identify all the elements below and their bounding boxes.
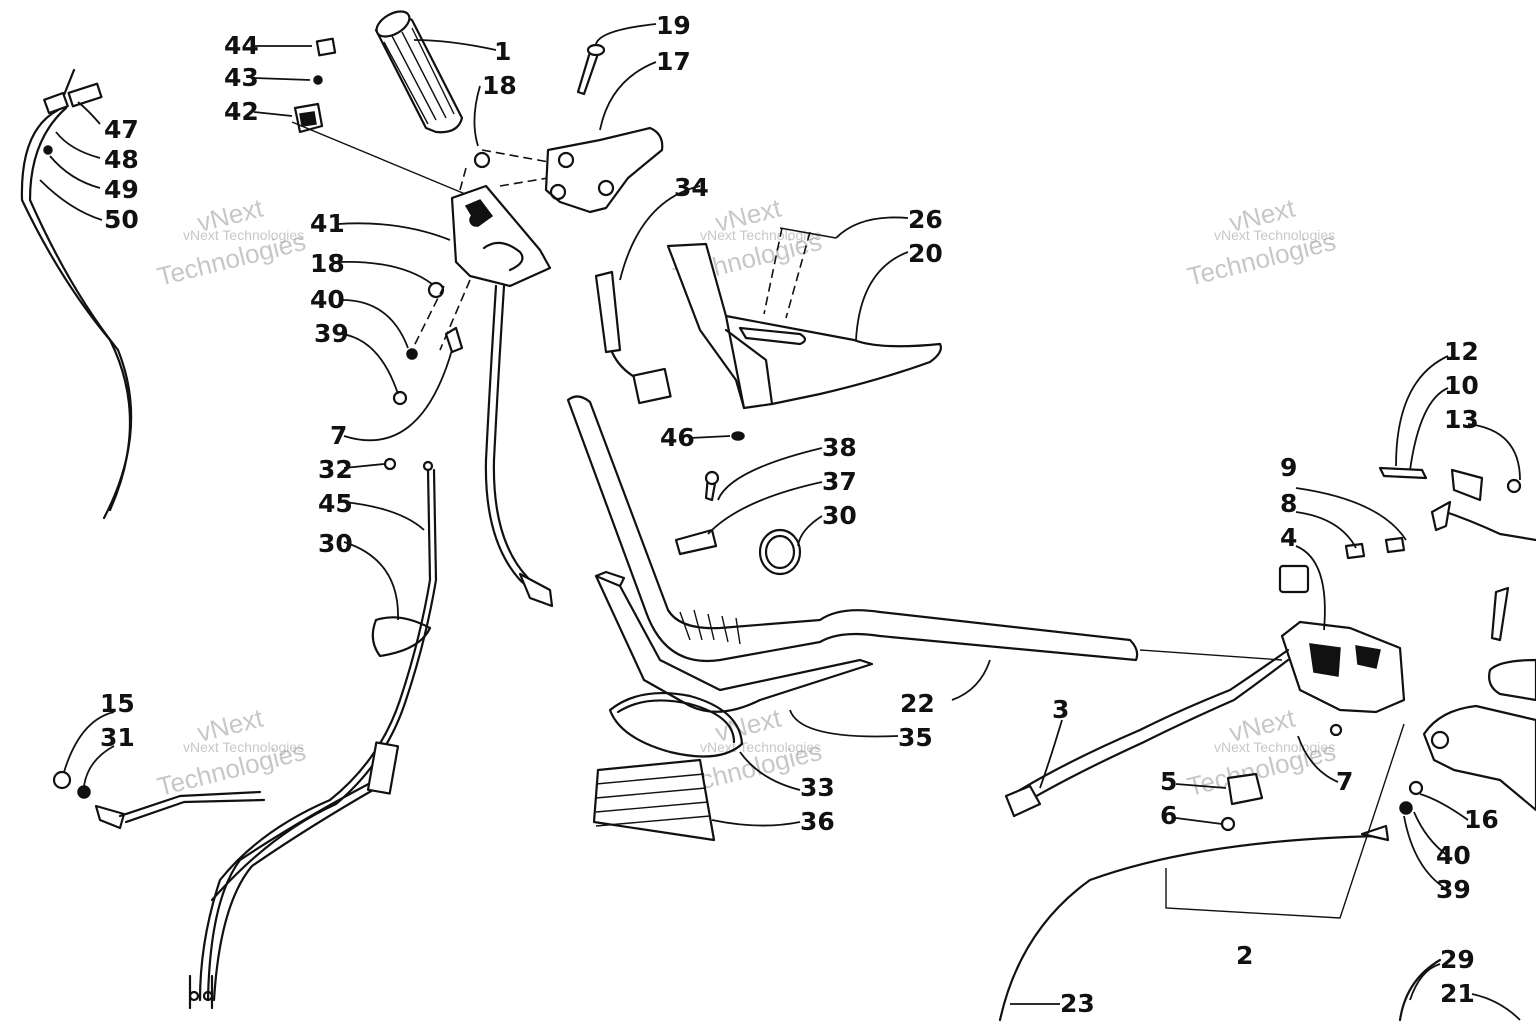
watermark-text: vNext Technologies <box>183 739 304 755</box>
part-label: 30 <box>822 501 857 530</box>
part-label: 26 <box>908 205 943 234</box>
part-label: 41 <box>310 209 345 238</box>
part-label: 6 <box>1160 801 1177 830</box>
part-label: 5 <box>1160 767 1177 796</box>
part-label: 21 <box>1440 979 1475 1008</box>
part-label: 10 <box>1444 371 1479 400</box>
part-label: 42 <box>224 97 259 126</box>
part-label: 18 <box>310 249 345 278</box>
right-side-hardware <box>1165 466 1536 1022</box>
part-label: 7 <box>330 421 347 450</box>
part-label: 9 <box>1280 453 1297 482</box>
part-label: 4 <box>1280 523 1297 552</box>
housing-hardware <box>392 151 491 406</box>
throttle-housing <box>450 149 561 288</box>
part-label: 20 <box>908 239 943 268</box>
brake-cable-right <box>998 648 1390 1022</box>
watermark-top-left: vNext vNext Technologies Technologies <box>154 192 309 291</box>
part-label: 48 <box>104 145 139 174</box>
part-label: 46 <box>660 423 695 452</box>
watermark-top-right: vNext vNext Technologies Technologies <box>1184 192 1339 291</box>
watermark-bottom-left: vNext vNext Technologies Technologies <box>154 702 309 801</box>
kill-switch-wire <box>594 270 672 405</box>
part-label: 39 <box>1436 875 1471 904</box>
part-label: 39 <box>314 319 349 348</box>
throttle-cable <box>484 284 554 608</box>
part-label: 3 <box>1052 695 1069 724</box>
handlebar <box>566 395 1283 663</box>
left-hand-grip <box>374 10 464 134</box>
handlebar-pad <box>592 758 716 842</box>
part-label: 40 <box>1436 841 1471 870</box>
part-label: 33 <box>800 773 835 802</box>
part-label: 43 <box>224 63 259 92</box>
part-label: 29 <box>1440 945 1475 974</box>
choke-knob <box>52 770 266 830</box>
part-label: 45 <box>318 489 353 518</box>
watermark-text: vNext Technologies <box>700 227 821 243</box>
part-label: 22 <box>900 689 935 718</box>
part-number-labels: 1 2 3 4 5 6 7 7 8 9 10 12 13 15 16 17 18… <box>100 11 1499 1018</box>
part-label: 49 <box>104 175 139 204</box>
watermark-text: vNext Technologies <box>1214 227 1335 243</box>
part-label: 16 <box>1464 805 1499 834</box>
part-label: 32 <box>318 455 353 484</box>
watermark-text: vNext Technologies <box>183 227 304 243</box>
part-label: 15 <box>100 689 135 718</box>
part-label: 36 <box>800 807 835 836</box>
part-label: 1 <box>494 37 511 66</box>
part-label: 17 <box>656 47 691 76</box>
leader-lines <box>39 23 1521 1021</box>
part-label: 13 <box>1444 405 1479 434</box>
part-label: 47 <box>104 115 139 144</box>
part-label: 35 <box>898 723 933 752</box>
part-label: 44 <box>224 31 259 60</box>
part-label: 12 <box>1444 337 1479 366</box>
part-label: 2 <box>1236 941 1253 970</box>
handlebar-riser-bracket <box>594 570 874 713</box>
part-label: 37 <box>822 467 857 496</box>
part-label: 23 <box>1060 989 1095 1018</box>
part-label: 31 <box>100 723 135 752</box>
part-label: 18 <box>482 71 517 100</box>
hose-clamp <box>608 691 744 758</box>
part-label: 7 <box>1336 767 1353 796</box>
part-label: 50 <box>104 205 139 234</box>
brake-switch-wire <box>20 68 133 520</box>
part-label: 19 <box>656 11 691 40</box>
part-label: 40 <box>310 285 345 314</box>
brake-lever-bracket <box>544 43 664 214</box>
right-control-housing <box>1278 536 1406 737</box>
choke-cable-assembly <box>188 457 438 1010</box>
throttle-block-hardware <box>291 37 471 197</box>
part-label: 34 <box>674 173 709 202</box>
part-label: 30 <box>318 529 353 558</box>
part-label: 8 <box>1280 489 1297 518</box>
part-label: 38 <box>822 433 857 462</box>
riser-clamp-hardware <box>674 470 802 576</box>
handlebar-hood <box>666 227 942 441</box>
